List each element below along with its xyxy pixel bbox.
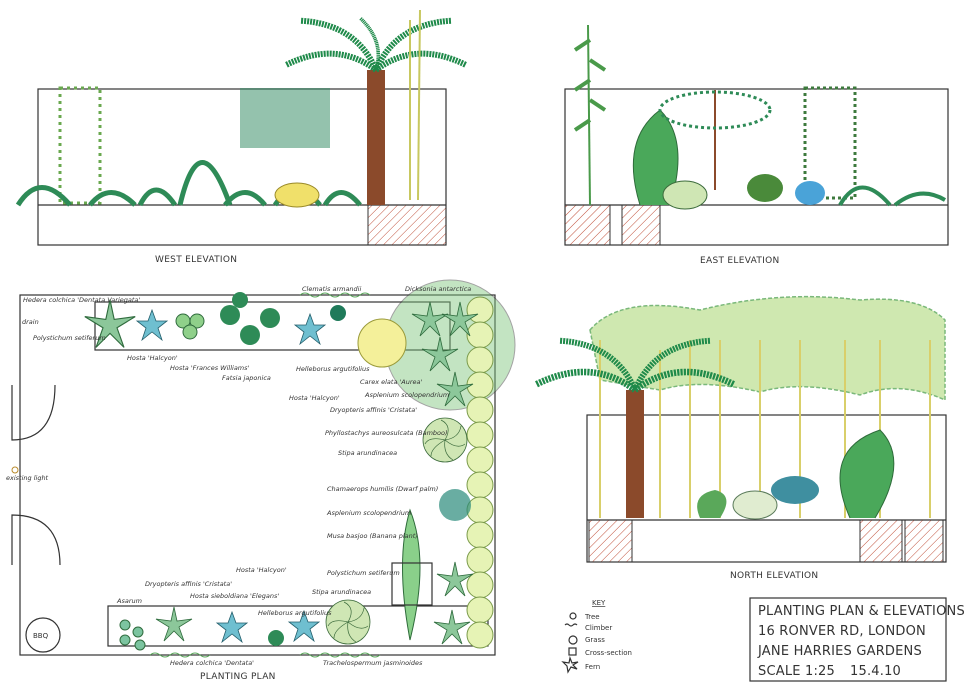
plant-label: Hedera colchica 'Dentata' xyxy=(170,659,254,667)
date-text: 15.4.10 xyxy=(850,664,901,679)
bbq-label: BBQ xyxy=(33,632,49,640)
existing-light-label: existing light xyxy=(6,474,49,482)
plant-label: Hosta sieboldiana 'Elegans' xyxy=(190,592,279,600)
key-item-label: Tree xyxy=(584,613,600,621)
west-elevation-label: WEST ELEVATION xyxy=(155,255,237,265)
plant-label: Polystichum setiferum xyxy=(327,569,400,577)
key-item-label: Cross-section xyxy=(585,649,632,657)
climber-icon xyxy=(564,623,578,627)
title-block: PLANTING PLAN & ELEVATIONS 16 RONVER RD,… xyxy=(749,597,965,682)
title-line: PLANTING PLAN & ELEVATIONS xyxy=(758,604,965,619)
plant-label: Hosta 'Frances Williams' xyxy=(170,364,250,372)
key-item-label: Fern xyxy=(585,663,600,671)
plant-label: Helleborus argutifolius xyxy=(296,365,370,373)
plant-label: Phyllostachys aureosulcata (Bamboo) xyxy=(325,429,448,437)
door xyxy=(11,514,61,566)
plant-label: Dryopteris affinis 'Cristata' xyxy=(330,406,417,414)
plant-label: Stipa arundinacea xyxy=(338,449,397,457)
planting-plan-title: PLANTING PLAN xyxy=(200,672,276,682)
plant-label: Stipa arundinacea xyxy=(312,588,371,596)
light-icon xyxy=(11,466,19,474)
cross-section-icon xyxy=(568,647,577,656)
east-elevation: EAST ELEVATION xyxy=(564,24,949,266)
drain-label: drain xyxy=(22,318,39,326)
grass-icon xyxy=(568,635,578,645)
plant-label: Hosta 'Halcyon' xyxy=(289,394,340,402)
designer-line: JANE HARRIES GARDENS xyxy=(757,644,922,659)
plant-label: Fatsia japonica xyxy=(222,374,271,382)
plant-label: Polystichum setiferum xyxy=(33,334,106,342)
key-legend: KEY Tree Climber Grass Cross-section Fer… xyxy=(561,599,632,674)
plant-label: Hosta 'Halcyon' xyxy=(236,566,287,574)
tree-icon xyxy=(569,612,577,620)
plant-label: Chamaerops humilis (Dwarf palm) xyxy=(327,485,438,493)
west-elevation: WEST ELEVATION xyxy=(15,10,466,265)
plant-label: Asarum xyxy=(116,597,142,605)
key-title: KEY xyxy=(592,599,606,607)
key-item-label: Climber xyxy=(585,624,612,632)
key-item-label: Grass xyxy=(585,636,605,644)
plant-label: Asplenium scolopendrium xyxy=(364,391,449,399)
plant-label: Dicksonia antarctica xyxy=(405,285,471,293)
plant-label: Asplenium scolopendrium xyxy=(326,509,411,517)
plant-label: Hosta 'Halcyon' xyxy=(127,354,178,362)
door xyxy=(11,384,56,441)
scale-text: SCALE 1:25 xyxy=(758,664,835,679)
address-line: 16 RONVER RD, LONDON xyxy=(758,624,926,639)
plant-label: Carex elata 'Aurea' xyxy=(360,378,422,386)
plant-label: Dryopteris affinis 'Cristata' xyxy=(145,580,232,588)
plant-label: Clematis armandii xyxy=(302,285,361,293)
planting-plan: BBQ existing light drain Hedera colchica… xyxy=(6,279,516,682)
east-elevation-label: EAST ELEVATION xyxy=(700,256,780,266)
north-elevation-label: NORTH ELEVATION xyxy=(730,571,818,581)
fern-icon xyxy=(561,655,579,674)
plant-label: Helleborus argutifolius xyxy=(258,609,332,617)
bbq-circle xyxy=(25,617,61,653)
plant-label: Musa basjoo (Banana plant) xyxy=(327,532,418,540)
plant-label: Hedera colchica 'Dentata Variegata' xyxy=(23,296,140,304)
plant-label: Trachelospermum jasminoides xyxy=(323,659,423,667)
north-elevation: NORTH ELEVATION xyxy=(536,295,947,581)
